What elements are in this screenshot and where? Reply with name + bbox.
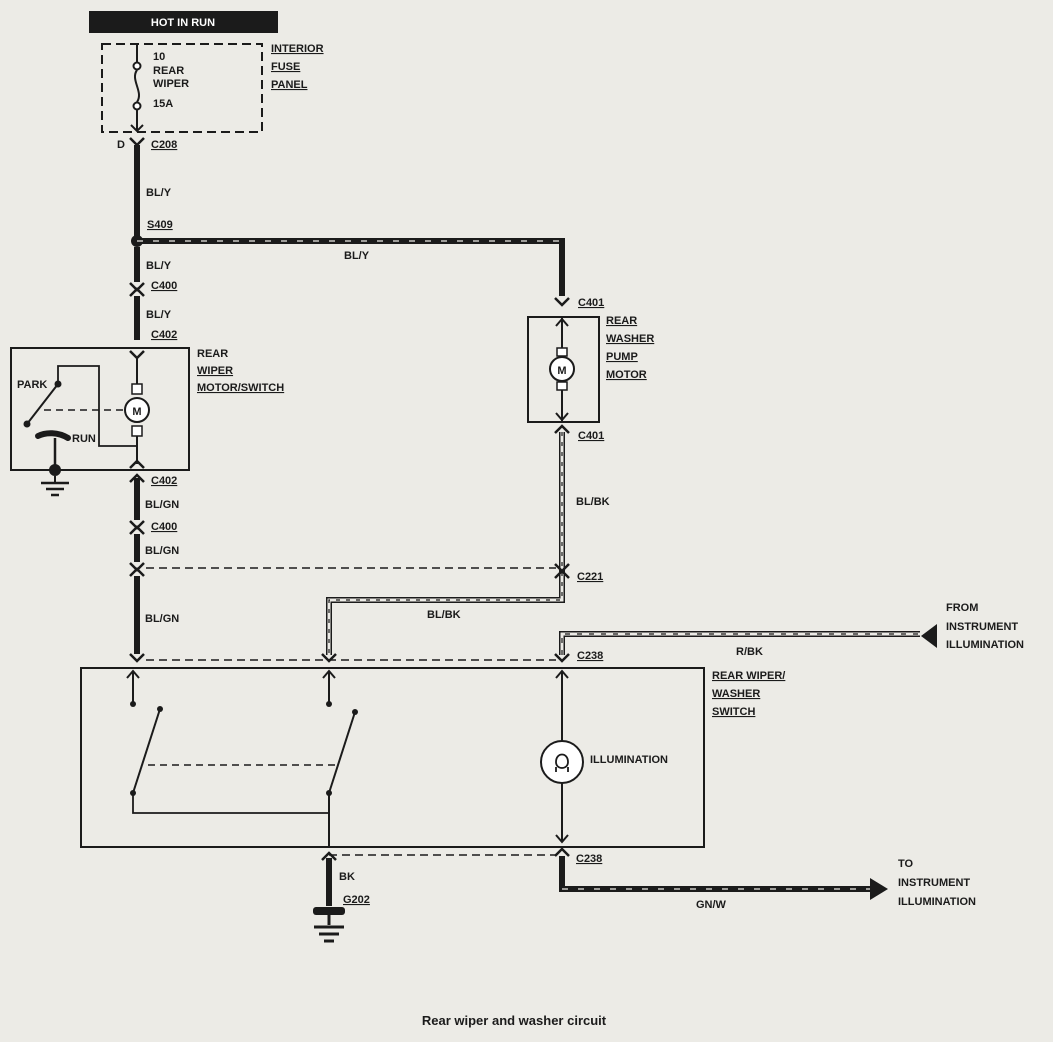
c400-top-label: C400 (151, 280, 177, 292)
c238-top-label: C238 (577, 650, 603, 662)
washer-pump-name-1: REAR (606, 315, 637, 327)
c238-top-connector-icon (554, 653, 570, 663)
washer-pump-symbol: M (557, 365, 566, 377)
wire-label-rbk: R/BK (736, 646, 763, 658)
s409-label: S409 (147, 219, 173, 231)
wire-gnw (559, 856, 872, 892)
c402-top-connector-icon (129, 350, 145, 360)
to-illumination-1: TO (898, 858, 914, 870)
c401-bottom-label: C401 (578, 430, 604, 442)
wire-label-blgn-2: BL/GN (145, 545, 179, 557)
c238-bottom-label: C238 (576, 853, 602, 865)
c221-left-connector-icon (129, 562, 145, 577)
interior-fuse-panel-box (101, 43, 263, 133)
wiper-motor-name-3: MOTOR/SWITCH (197, 382, 284, 394)
c208-label: C208 (151, 139, 177, 151)
c401-top-connector-icon (554, 297, 570, 307)
c238-bottom-connector-icon (554, 847, 570, 857)
washer-pump-name-4: MOTOR (606, 369, 647, 381)
switch-name-1: REAR WIPER/ (712, 670, 785, 682)
g202-label: G202 (343, 894, 370, 906)
wiper-motor-icon (124, 397, 150, 423)
to-illumination-arrow-icon (870, 878, 888, 900)
from-illumination-1: FROM (946, 602, 978, 614)
washer-switch-arm (328, 711, 356, 794)
from-illumination-arrow-icon (921, 624, 937, 648)
fuse-panel-label-2: FUSE (271, 61, 300, 73)
wire-label-bk: BK (339, 871, 355, 883)
fuse-element-icon (134, 69, 140, 103)
wire-label-blgn-3: BL/GN (145, 613, 179, 625)
rear-wiper-washer-switch-box (80, 667, 705, 848)
switch-name-3: SWITCH (712, 706, 755, 718)
washer-pump-motor-icon (549, 356, 575, 382)
c402-bottom-label: C402 (151, 475, 177, 487)
c221-label: C221 (577, 571, 603, 583)
wire-bly-horizontal (137, 238, 565, 296)
wire-label-blbk-horizontal: BL/BK (427, 609, 461, 621)
wire-label-blbk-vertical: BL/BK (576, 496, 610, 508)
fuse-terminal-bottom (132, 101, 142, 111)
washer-pump-box (527, 316, 600, 423)
fuse-name-line1: REAR (153, 65, 184, 77)
diagram-caption: Rear wiper and washer circuit (422, 1013, 607, 1028)
wire-label-bly-3: BL/Y (146, 309, 172, 321)
wiper-motor-name-1: REAR (197, 348, 228, 360)
fuse-panel-label-3: PANEL (271, 79, 308, 91)
wire-label-bly-1: BL/Y (146, 187, 172, 199)
c402-top-label: C402 (151, 329, 177, 341)
c401-bottom-connector-icon (554, 424, 570, 434)
wiper-switch-arm (132, 708, 161, 794)
wire-label-blgn-1: BL/GN (145, 499, 179, 511)
to-illumination-3: ILLUMINATION (898, 896, 976, 908)
park-run-switch-arm (26, 383, 59, 425)
run-label: RUN (72, 433, 96, 445)
wire-label-gnw: GN/W (696, 899, 727, 911)
illumination-bulb-icon (540, 740, 584, 784)
rear-wiper-motor-box (10, 347, 190, 471)
to-illumination-2: INSTRUMENT (898, 877, 970, 889)
c400-bottom-label: C400 (151, 521, 177, 533)
park-label: PARK (17, 379, 47, 391)
c402-bottom-connector-icon (129, 473, 145, 483)
hot-in-run-banner (89, 11, 278, 33)
run-contact-icon (35, 430, 71, 441)
wire-label-bly-horizontal: BL/Y (344, 250, 370, 262)
wire-label-bly-2: BL/Y (146, 260, 172, 272)
c208-pin-label: D (117, 139, 125, 151)
c208-connector-icon (129, 137, 145, 147)
wiper-motor-name-2: WIPER (197, 365, 233, 377)
fuse-terminal-top (132, 61, 142, 71)
washer-pump-name-2: WASHER (606, 333, 654, 345)
fuse-panel-label-1: INTERIOR (271, 43, 324, 55)
fuse-rating: 15A (153, 98, 173, 110)
illumination-label: ILLUMINATION (590, 754, 668, 766)
c400-top-connector-icon (129, 282, 145, 297)
washer-pump-name-3: PUMP (606, 351, 638, 363)
from-illumination-3: ILLUMINATION (946, 639, 1024, 651)
fuse-name-line2: WIPER (153, 78, 189, 90)
fuse-number: 10 (153, 51, 165, 63)
c400-bottom-connector-icon (129, 520, 145, 535)
g202-ground-icon (313, 907, 345, 915)
wiper-motor-symbol: M (132, 406, 141, 418)
hot-in-run-label: HOT IN RUN (151, 17, 215, 29)
wiper-ground-icon (49, 464, 61, 476)
switch-name-2: WASHER (712, 688, 760, 700)
from-illumination-2: INSTRUMENT (946, 621, 1018, 633)
c401-top-label: C401 (578, 297, 604, 309)
wire-blbk (326, 432, 565, 655)
